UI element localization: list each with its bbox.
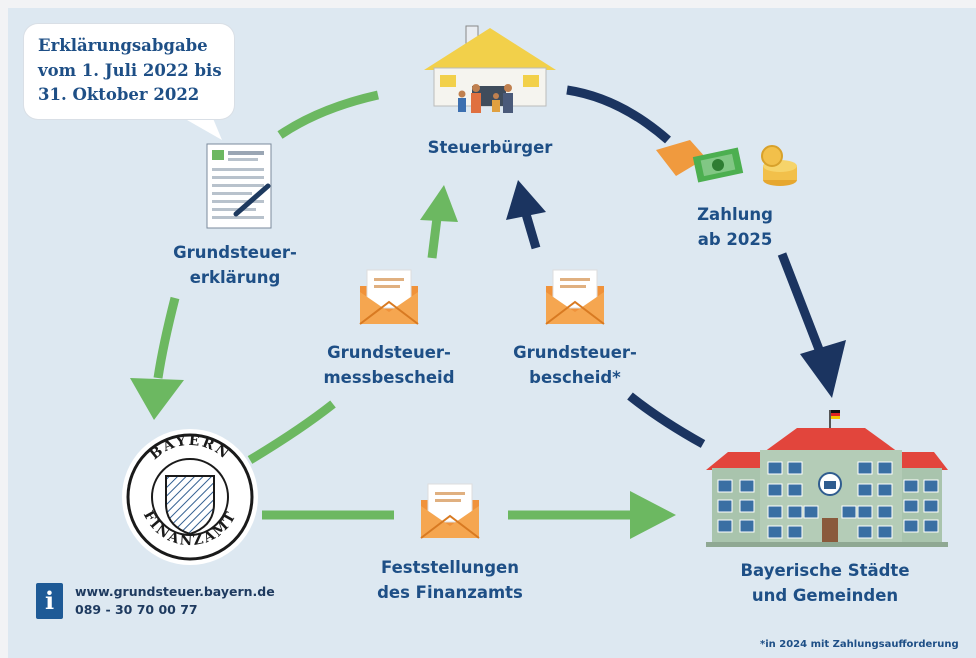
bavaria-finanzamt-seal-icon: BAYERN FINANZAMT <box>122 429 258 565</box>
label-feststellungen-line-1: Feststellungen <box>381 558 519 577</box>
label-messbescheid: Grundsteuer- messbescheid <box>305 340 473 390</box>
callout-line-3: 31. Oktober 2022 <box>38 85 200 104</box>
town-hall-building-icon <box>706 410 948 547</box>
arrow-finanzamt-to-messbescheid <box>247 400 336 464</box>
arrow-staedte-to-bescheid <box>627 392 706 448</box>
arrow-zahlung-to-staedte <box>777 252 846 398</box>
label-erklaerung-line-1: Grundsteuer- <box>173 243 297 262</box>
callout-tail <box>180 116 222 140</box>
label-bescheid-line-2: bescheid* <box>529 368 621 387</box>
callout-line-1: Erklärungsabgabe <box>38 36 208 55</box>
footnote: *in 2024 mit Zahlungsaufforderung <box>760 639 959 650</box>
label-feststellungen-line-2: des Finanzamts <box>377 583 523 602</box>
label-staedte-line-1: Bayerische Städte <box>740 561 910 580</box>
arrow-erklaerung-to-finanzamt <box>130 296 184 420</box>
label-messbescheid-line-2: messbescheid <box>323 368 455 387</box>
label-feststellungen: Feststellungen des Finanzamts <box>362 555 538 605</box>
label-messbescheid-line-1: Grundsteuer- <box>327 343 451 362</box>
label-staedte-gemeinden: Bayerische Städte und Gemeinden <box>720 558 930 608</box>
contact-phone: 089 - 30 70 00 77 <box>75 602 198 617</box>
label-steuerbuerger-text: Steuerbürger <box>427 138 553 157</box>
label-zahlung-line-1: Zahlung <box>697 205 773 224</box>
arrow-steuerbuerger-to-zahlung <box>566 85 671 144</box>
contact-website-link[interactable]: www.grundsteuer.bayern.de <box>75 584 275 599</box>
money-payment-icon <box>656 140 797 186</box>
envelope-bescheid-icon <box>545 269 605 325</box>
house-with-family-icon <box>424 25 556 113</box>
callout-line-2: vom 1. Juli 2022 bis <box>38 60 222 80</box>
arrow-messbescheid-to-steuerbuerger <box>420 185 458 259</box>
arrow-erklaerung-to-steuerbuerger <box>277 90 379 139</box>
arrow-feststellungen-to-staedte <box>508 491 676 539</box>
label-steuerbuerger: Steuerbürger <box>420 135 560 160</box>
contact-info: www.grundsteuer.bayern.de 089 - 30 70 00… <box>75 583 275 619</box>
envelope-feststellungen-icon <box>420 483 480 539</box>
info-icon-glyph: i <box>44 586 55 615</box>
label-bescheid-line-1: Grundsteuer- <box>513 343 637 362</box>
label-zahlung-line-2: ab 2025 <box>697 230 773 249</box>
label-bescheid: Grundsteuer- bescheid* <box>500 340 650 390</box>
label-staedte-line-2: und Gemeinden <box>751 586 899 605</box>
arrow-bescheid-to-steuerbuerger <box>506 180 546 250</box>
envelope-messbescheid-icon <box>359 269 419 325</box>
tax-form-icon <box>206 143 272 229</box>
label-zahlung: Zahlung ab 2025 <box>680 202 790 252</box>
label-grundsteuererklaerung: Grundsteuer- erklärung <box>165 240 305 290</box>
deadline-callout-text: Erklärungsabgabe vom 1. Juli 2022 bis 31… <box>38 34 222 108</box>
deadline-callout <box>24 24 234 119</box>
info-icon: i <box>36 583 63 619</box>
label-erklaerung-line-2: erklärung <box>189 268 281 287</box>
